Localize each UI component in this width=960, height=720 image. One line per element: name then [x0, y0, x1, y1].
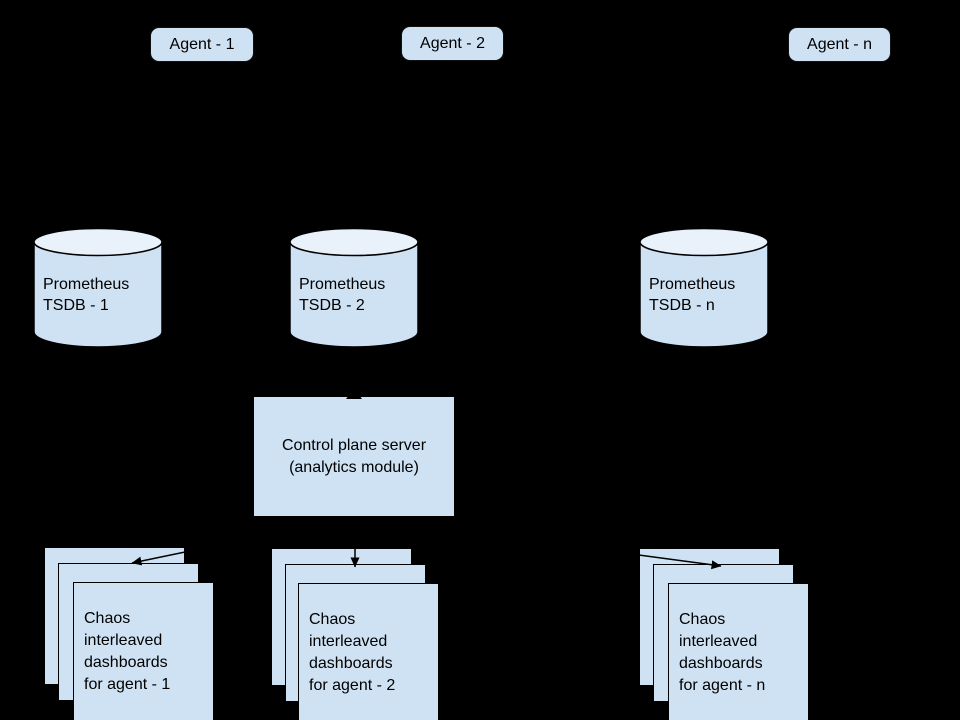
- agent-n-node: Agent - n: [788, 27, 891, 62]
- agent-2-label: Agent - 2: [420, 34, 485, 52]
- dashboard-page-front: Chaos interleaved dashboards for agent -…: [73, 582, 214, 720]
- prometheus-tsdb-n-label: Prometheus TSDB - n: [649, 276, 736, 314]
- dashboard-page-front: Chaos interleaved dashboards for agent -…: [298, 583, 439, 720]
- dashboard-stack-2: Chaos interleaved dashboards for agent -…: [271, 548, 471, 720]
- dashboard-page-front: Chaos interleaved dashboards for agent -…: [668, 583, 809, 720]
- agent-1-label: Agent - 1: [169, 35, 235, 53]
- agent-2-node: Agent - 2: [401, 26, 504, 61]
- agent-n-label: Agent - n: [807, 35, 872, 53]
- prometheus-tsdb-1-label: Prometheus TSDB - 1: [43, 276, 130, 314]
- control-plane-server-node: Control plane server (analytics module): [253, 396, 455, 517]
- dashboard-stack-1: Chaos interleaved dashboards for agent -…: [44, 547, 244, 720]
- control-plane-server-label: Control plane server (analytics module): [281, 436, 427, 476]
- prometheus-tsdb-1-cylinder: Prometheus TSDB - 1: [33, 227, 163, 349]
- database-cylinder-icon: [289, 227, 419, 348]
- dashboard-stack-n: Chaos interleaved dashboards for agent -…: [639, 548, 839, 720]
- agent-1-node: Agent - 1: [150, 27, 254, 62]
- database-cylinder-icon: [639, 227, 769, 348]
- prometheus-tsdb-n-cylinder: Prometheus TSDB - n: [639, 227, 769, 349]
- dashboard-stack-1-label: Chaos interleaved dashboards for agent -…: [84, 610, 171, 693]
- database-cylinder-icon: [33, 227, 163, 348]
- prometheus-tsdb-2-cylinder: Prometheus TSDB - 2: [289, 227, 419, 349]
- dashboard-stack-2-label: Chaos interleaved dashboards for agent -…: [309, 611, 396, 694]
- dashboard-stack-n-label: Chaos interleaved dashboards for agent -…: [679, 611, 766, 694]
- prometheus-tsdb-2-label: Prometheus TSDB - 2: [299, 276, 386, 314]
